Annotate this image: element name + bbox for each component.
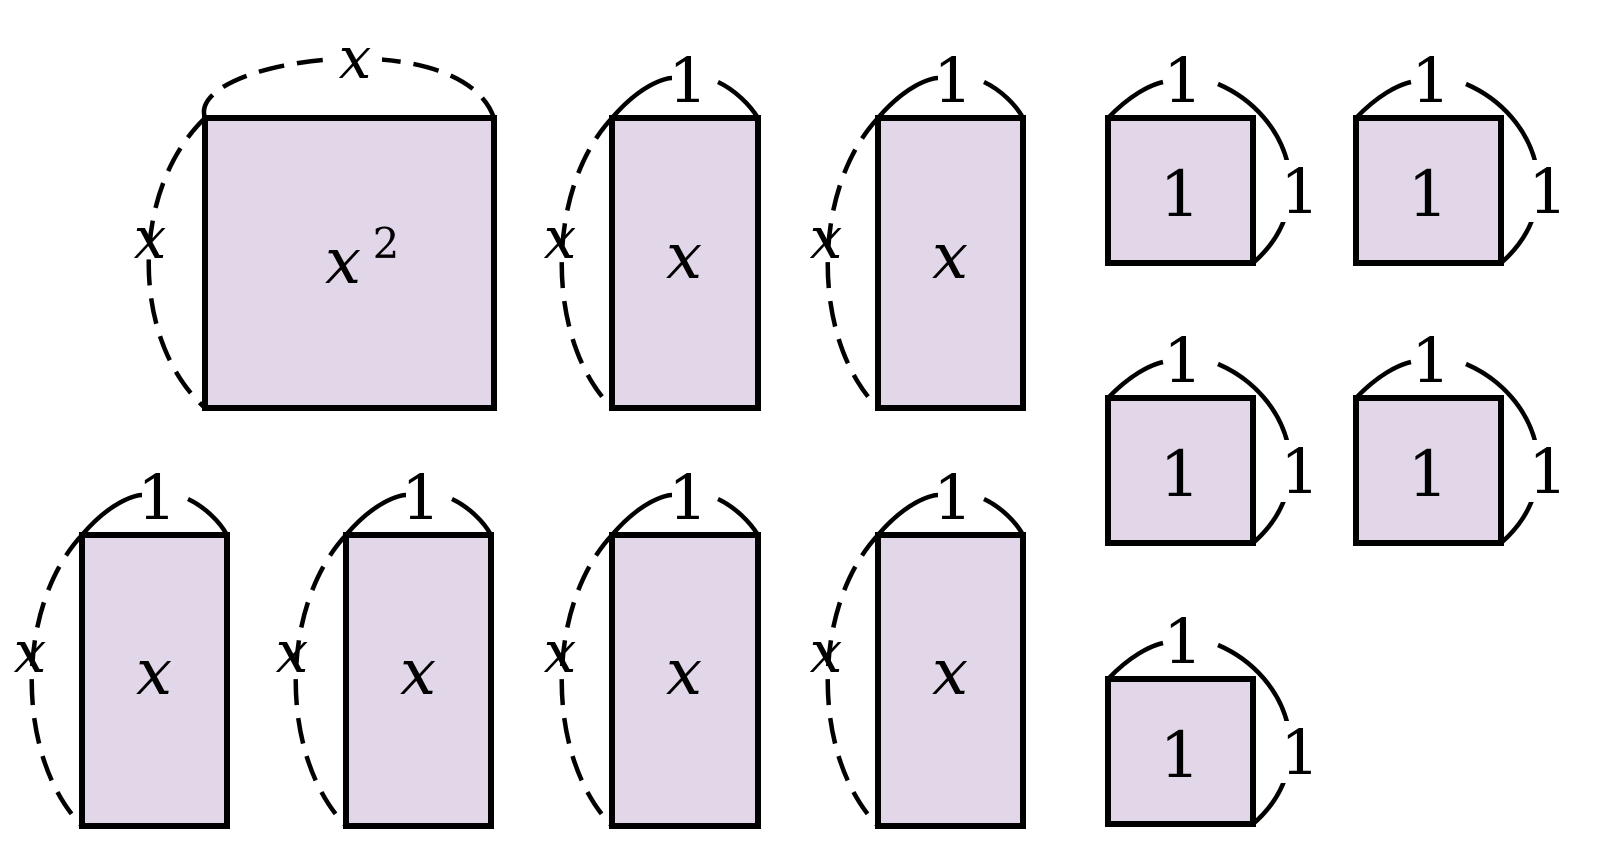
side-label-top: 1 [1411,324,1450,397]
area-label: x [932,220,968,294]
x-tile: 1 x x [544,461,761,829]
area-label: x [325,225,361,299]
side-label-top: x [339,24,372,92]
tile-body [1105,115,1256,266]
side-label-top: 1 [1163,324,1202,397]
unit-tile: 1 1 1 [1353,44,1568,266]
side-label-top: 1 [933,461,972,534]
side-label-left: x [134,204,167,272]
side-label-top: 1 [1411,44,1450,117]
side-label-top: 1 [401,461,440,534]
tile-body [79,532,230,829]
tile-body [875,115,1026,411]
area-label: x [136,636,172,710]
tile-body [609,115,761,411]
x-tile: 1 x x [810,461,1026,829]
side-label-right: 1 [1280,716,1319,789]
side-label-right: 1 [1528,155,1567,228]
side-label-left: x [276,618,309,686]
tile-body [202,115,497,411]
side-label-left: x [544,618,577,686]
side-label-right: 1 [1528,435,1567,508]
side-label-top: 1 [668,44,707,117]
tile-body [1353,115,1504,266]
area-label: x [400,636,436,710]
area-label: 1 [1408,438,1449,512]
area-label: x [666,636,702,710]
area-exponent: 2 [373,219,400,268]
tile-body [343,532,494,829]
tile-body [1105,395,1256,546]
x-tile: 1 x x [810,44,1026,411]
unit-tile: 1 1 1 [1105,44,1320,266]
side-label-right: 1 [1280,155,1319,228]
unit-tile: 1 1 1 [1105,605,1320,827]
area-label: 1 [1160,719,1201,793]
side-label-top: 1 [137,461,176,534]
side-label-top: 1 [933,44,972,117]
tile-body [875,532,1026,829]
side-label-left: x [810,204,843,272]
unit-tile: 1 1 1 [1353,324,1568,546]
side-label-left: x [810,618,843,686]
tile-body [609,532,761,829]
area-label: 1 [1408,158,1449,232]
side-label-top: 1 [1163,605,1202,678]
x-squared-tile: x x x 2 [134,24,497,411]
x-tile: 1 x x [14,461,230,829]
area-label: x [932,636,968,710]
tile-body [1353,395,1504,546]
side-label-right: 1 [1280,435,1319,508]
tile-body [1105,676,1256,827]
side-label-top: 1 [1163,44,1202,117]
side-label-left: x [14,618,47,686]
x-tile: 1 x x [276,461,494,829]
area-label: 1 [1160,158,1201,232]
x-tile: 1 x x [544,44,761,411]
side-label-top: 1 [668,461,707,534]
unit-tile: 1 1 1 [1105,324,1320,546]
area-label: x [666,220,702,294]
side-label-left: x [544,204,577,272]
area-label: 1 [1160,438,1201,512]
